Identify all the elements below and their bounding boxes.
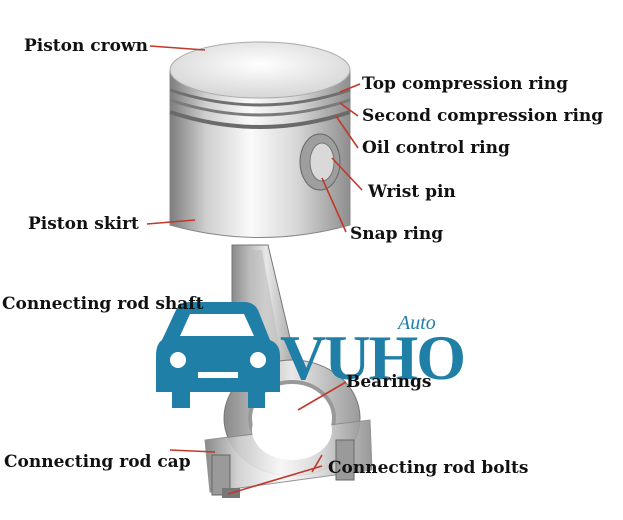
label-connecting-rod-bolts: Connecting rod bolts: [328, 458, 529, 478]
label-connecting-rod-shaft: Connecting rod shaft: [2, 294, 204, 314]
label-snap-ring: Snap ring: [350, 224, 444, 244]
label-oil-control-ring: Oil control ring: [362, 138, 510, 158]
piston-body: [169, 41, 351, 238]
watermark-script: Auto: [398, 312, 436, 334]
label-piston-crown: Piston crown: [24, 36, 148, 56]
connecting-rod-big-end: [204, 359, 373, 498]
label-wrist-pin: Wrist pin: [368, 182, 456, 202]
label-piston-skirt: Piston skirt: [28, 214, 139, 234]
car-front-icon: [156, 302, 280, 408]
label-connecting-rod-cap: Connecting rod cap: [4, 452, 191, 472]
leader-lines: [146, 45, 363, 495]
label-bearings: Bearings: [346, 372, 432, 392]
label-second-compression-ring: Second compression ring: [362, 106, 604, 126]
watermark-brand: VUHO: [280, 322, 466, 393]
label-top-compression-ring: Top compression ring: [362, 74, 569, 94]
